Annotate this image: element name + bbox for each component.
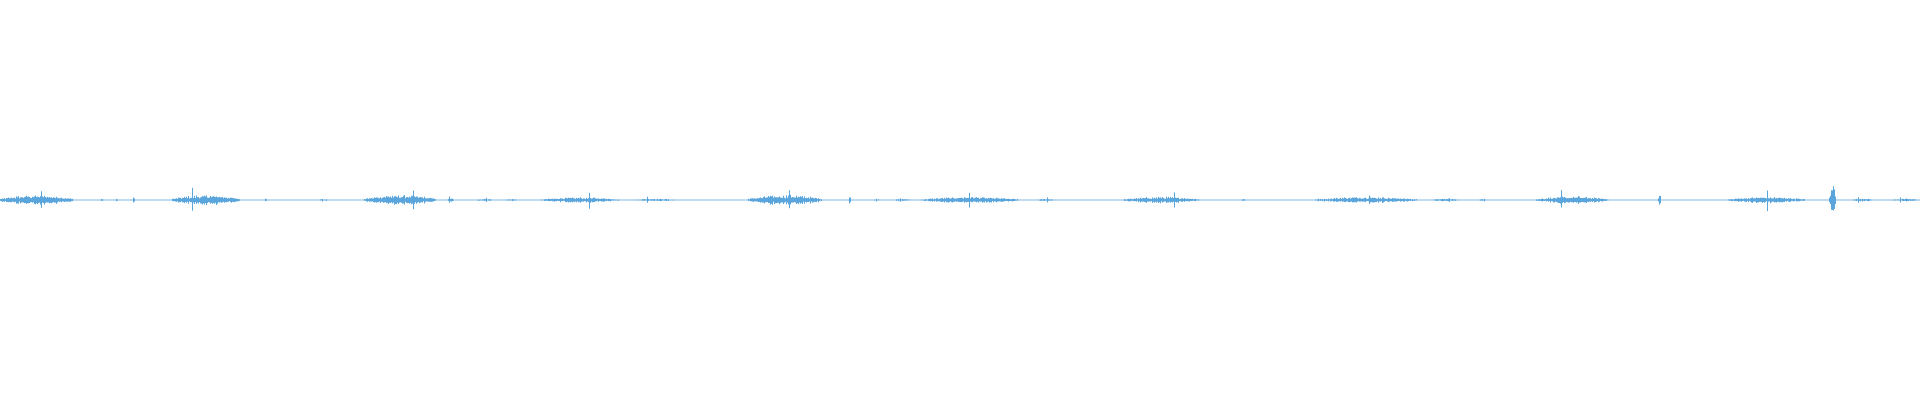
waveform-series (0, 186, 1920, 212)
